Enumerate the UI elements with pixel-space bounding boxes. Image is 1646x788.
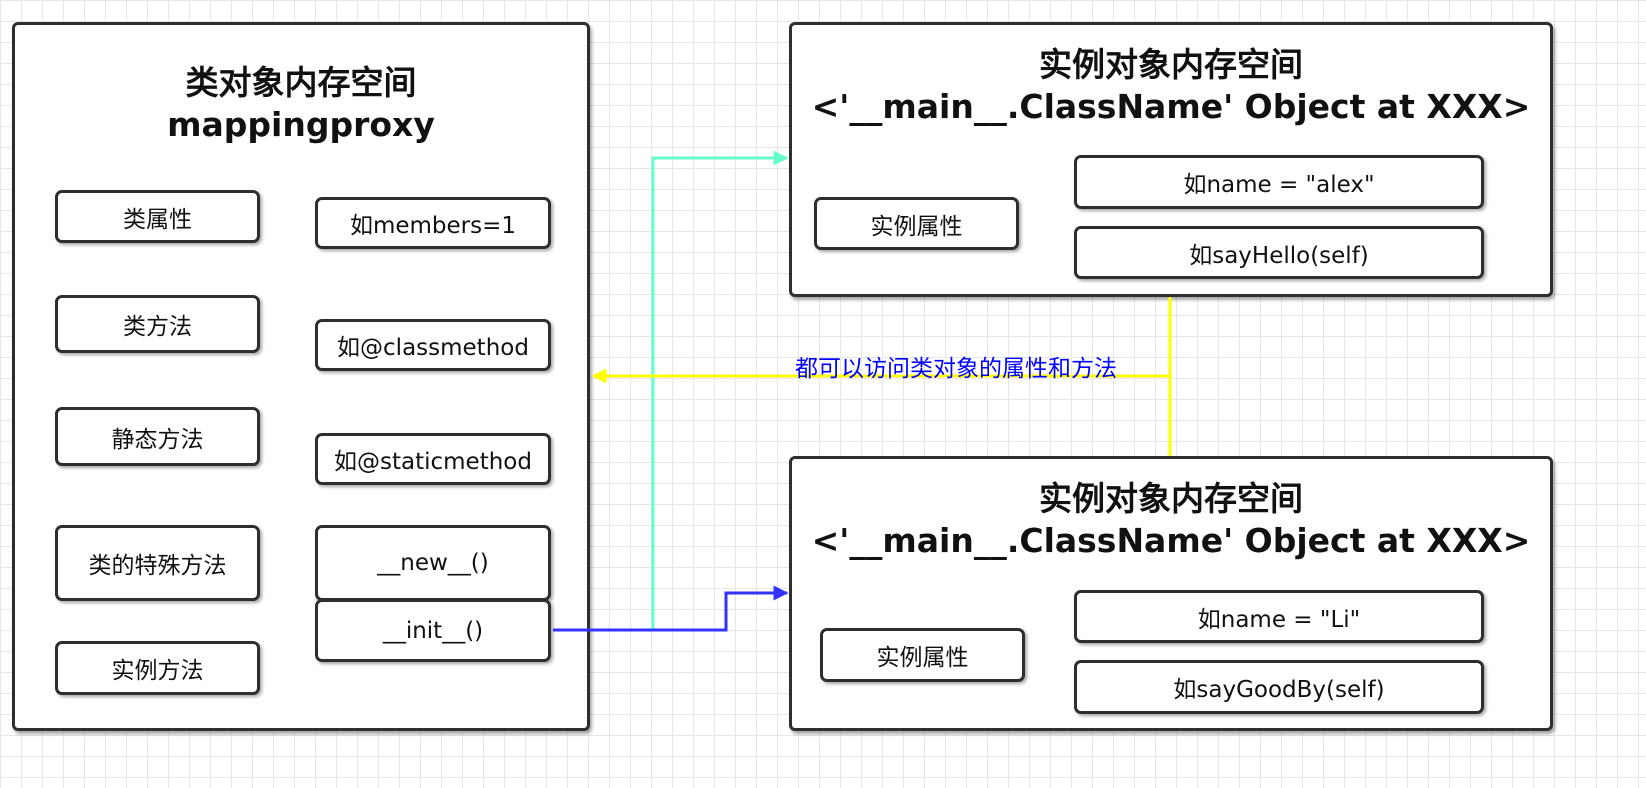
instance-bottom-title: 实例对象内存空间 <'__main__.ClassName' Object at… — [789, 478, 1553, 562]
class-space-title-line2: mappingproxy — [167, 105, 435, 144]
instance-top-attribute-label: 实例属性 — [814, 197, 1019, 250]
new-method-example: __new__() — [315, 525, 551, 601]
init-to-instance-top-arrow — [651, 150, 789, 630]
class-method-label: 类方法 — [55, 295, 260, 353]
staticmethod-example: 如@staticmethod — [315, 433, 551, 485]
init-method-example: __init__() — [315, 599, 551, 662]
instance-top-title-line1: 实例对象内存空间 — [1039, 45, 1303, 84]
instance-bottom-name-example: 如name = "Li" — [1074, 590, 1484, 643]
class-attribute-label: 类属性 — [55, 190, 260, 243]
class-space-title: 类对象内存空间 mappingproxy — [12, 62, 590, 146]
instance-bottom-title-line1: 实例对象内存空间 — [1039, 479, 1303, 518]
instance-bottom-method-example: 如sayGoodBy(self) — [1074, 660, 1484, 714]
members-example: 如members=1 — [315, 197, 551, 249]
instance-top-title-line2: <'__main__.ClassName' Object at XXX> — [811, 87, 1531, 126]
special-method-label: 类的特殊方法 — [55, 525, 260, 601]
init-to-instance-bottom-arrow — [553, 585, 789, 632]
access-edge-label: 都可以访问类对象的属性和方法 — [795, 356, 1117, 382]
instance-top-method-example: 如sayHello(self) — [1074, 226, 1484, 279]
static-method-label: 静态方法 — [55, 407, 260, 466]
instance-bottom-title-line2: <'__main__.ClassName' Object at XXX> — [811, 521, 1531, 560]
classmethod-example: 如@classmethod — [315, 319, 551, 371]
class-space-title-line1: 类对象内存空间 — [185, 63, 417, 102]
instance-top-title: 实例对象内存空间 <'__main__.ClassName' Object at… — [789, 44, 1553, 128]
instance-method-label: 实例方法 — [55, 641, 260, 695]
instance-top-name-example: 如name = "alex" — [1074, 155, 1484, 209]
instance-bottom-attribute-label: 实例属性 — [820, 628, 1025, 682]
